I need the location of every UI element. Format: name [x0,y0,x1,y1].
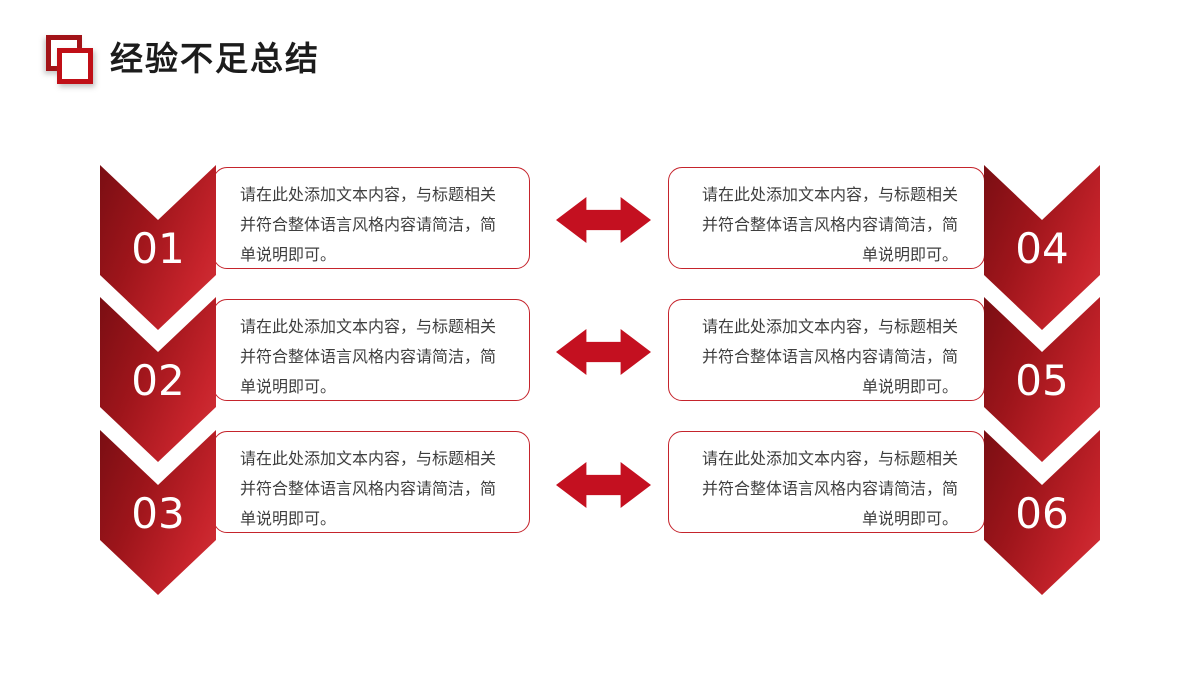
placeholder-text-line: 请在此处添加文本内容，与标题相关 [701,187,958,204]
placeholder-text-line: 并符合整体语言风格内容请简洁，简 [240,481,497,498]
step-chevron-04[interactable]: 04 [984,165,1100,330]
title-decoration-icon [46,35,98,87]
placeholder-text-line: 单说明即可。 [861,511,958,528]
placeholder-text-line: 单说明即可。 [861,379,958,396]
placeholder-text-line: 单说明即可。 [240,247,337,264]
placeholder-text-line: 并符合整体语言风格内容请简洁，简 [701,217,958,234]
double-headed-arrow-icon [556,462,651,508]
placeholder-text-line: 请在此处添加文本内容，与标题相关 [701,319,958,336]
step-number: 03 [131,489,185,538]
text-box-04[interactable]: 请在此处添加文本内容，与标题相关 并符合整体语言风格内容请简洁，简 单说明即可。 [668,167,985,269]
step-number: 04 [1015,224,1069,273]
placeholder-text-line: 单说明即可。 [240,511,337,528]
step-number: 02 [131,356,185,405]
step-number: 05 [1015,356,1069,405]
placeholder-text-line: 请在此处添加文本内容，与标题相关 [240,187,497,204]
double-headed-arrow-icon [556,329,651,375]
slide-title[interactable]: 经验不足总结 [110,40,320,77]
placeholder-text-line: 请在此处添加文本内容，与标题相关 [701,451,958,468]
placeholder-text-line: 单说明即可。 [240,379,337,396]
placeholder-text-line: 请在此处添加文本内容，与标题相关 [240,451,497,468]
text-box-03[interactable]: 请在此处添加文本内容，与标题相关 并符合整体语言风格内容请简洁，简 单说明即可。 [213,431,530,533]
step-number: 06 [1015,489,1069,538]
text-box-01[interactable]: 请在此处添加文本内容，与标题相关 并符合整体语言风格内容请简洁，简 单说明即可。 [213,167,530,269]
text-box-05[interactable]: 请在此处添加文本内容，与标题相关 并符合整体语言风格内容请简洁，简 单说明即可。 [668,299,985,401]
step-number: 01 [131,224,185,273]
overlapping-squares-icon [57,48,93,84]
text-box-06[interactable]: 请在此处添加文本内容，与标题相关 并符合整体语言风格内容请简洁，简 单说明即可。 [668,431,985,533]
placeholder-text-line: 单说明即可。 [861,247,958,264]
double-headed-arrow-icon [556,197,651,243]
placeholder-text-line: 请在此处添加文本内容，与标题相关 [240,319,497,336]
placeholder-text-line: 并符合整体语言风格内容请简洁，简 [701,349,958,366]
placeholder-text-line: 并符合整体语言风格内容请简洁，简 [240,349,497,366]
text-box-02[interactable]: 请在此处添加文本内容，与标题相关 并符合整体语言风格内容请简洁，简 单说明即可。 [213,299,530,401]
placeholder-text-line: 并符合整体语言风格内容请简洁，简 [240,217,497,234]
step-chevron-01[interactable]: 01 [100,165,216,330]
placeholder-text-line: 并符合整体语言风格内容请简洁，简 [701,481,958,498]
